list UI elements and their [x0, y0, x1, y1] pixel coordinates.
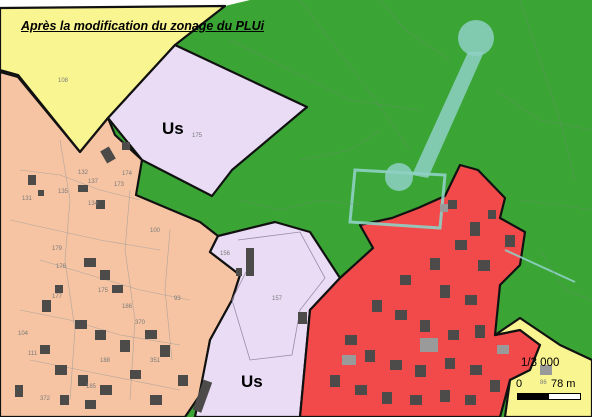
- parcel-number: 93: [174, 296, 181, 302]
- scale-start-label: 0: [516, 378, 523, 390]
- parcel-number: 185: [86, 384, 97, 390]
- parcel-number: 176: [56, 264, 67, 270]
- parcel-number: 179: [52, 246, 63, 252]
- parcel-number: 370: [135, 320, 146, 326]
- parcel-lines-green: [229, 0, 592, 301]
- parcel-number: 137: [88, 179, 99, 185]
- parcel-number: 108: [58, 78, 69, 84]
- parcel-number: 175: [192, 133, 203, 139]
- parcel-number: 372: [40, 396, 51, 402]
- zone-label-us-south: Us: [241, 372, 263, 391]
- parcel-number: 186: [122, 304, 133, 310]
- parcel-number: 131: [22, 196, 33, 202]
- parcel-number: 177: [52, 294, 63, 300]
- parcel-number: 157: [272, 296, 283, 302]
- parcel-number: 111: [28, 351, 38, 357]
- parcel-number: 351: [150, 358, 161, 364]
- scale-end-label: 78 m: [551, 378, 576, 390]
- zone-label-us-north: Us: [162, 119, 184, 138]
- parcel-number-labels: 108 175 132 137 174 173 131 135 134 100 …: [18, 78, 547, 402]
- parcel-number: 173: [114, 182, 125, 188]
- parcel-number: 156: [220, 251, 231, 257]
- scale-bar: [517, 393, 581, 400]
- parcel-number: 100: [150, 228, 161, 234]
- zone-us-north: [106, 43, 309, 198]
- scale-ratio: 1/3 000: [521, 357, 560, 369]
- parcel-number: 188: [100, 358, 111, 364]
- parcel-lines-peach: [9, 139, 191, 401]
- parcel-number: 132: [78, 170, 89, 176]
- map-title: Après la modification du zonage du PLUi: [21, 19, 265, 33]
- parcel-number: 175: [98, 288, 109, 294]
- parcel-number: 134: [88, 201, 99, 207]
- buildings: [15, 142, 552, 413]
- parcel-number: 174: [122, 171, 133, 177]
- parcel-number: 86: [540, 380, 547, 386]
- us-south-inner-outline: [231, 231, 326, 361]
- parcel-number: 135: [58, 189, 69, 195]
- parcel-number: 104: [18, 331, 29, 337]
- water-tower-footprint: [348, 20, 576, 283]
